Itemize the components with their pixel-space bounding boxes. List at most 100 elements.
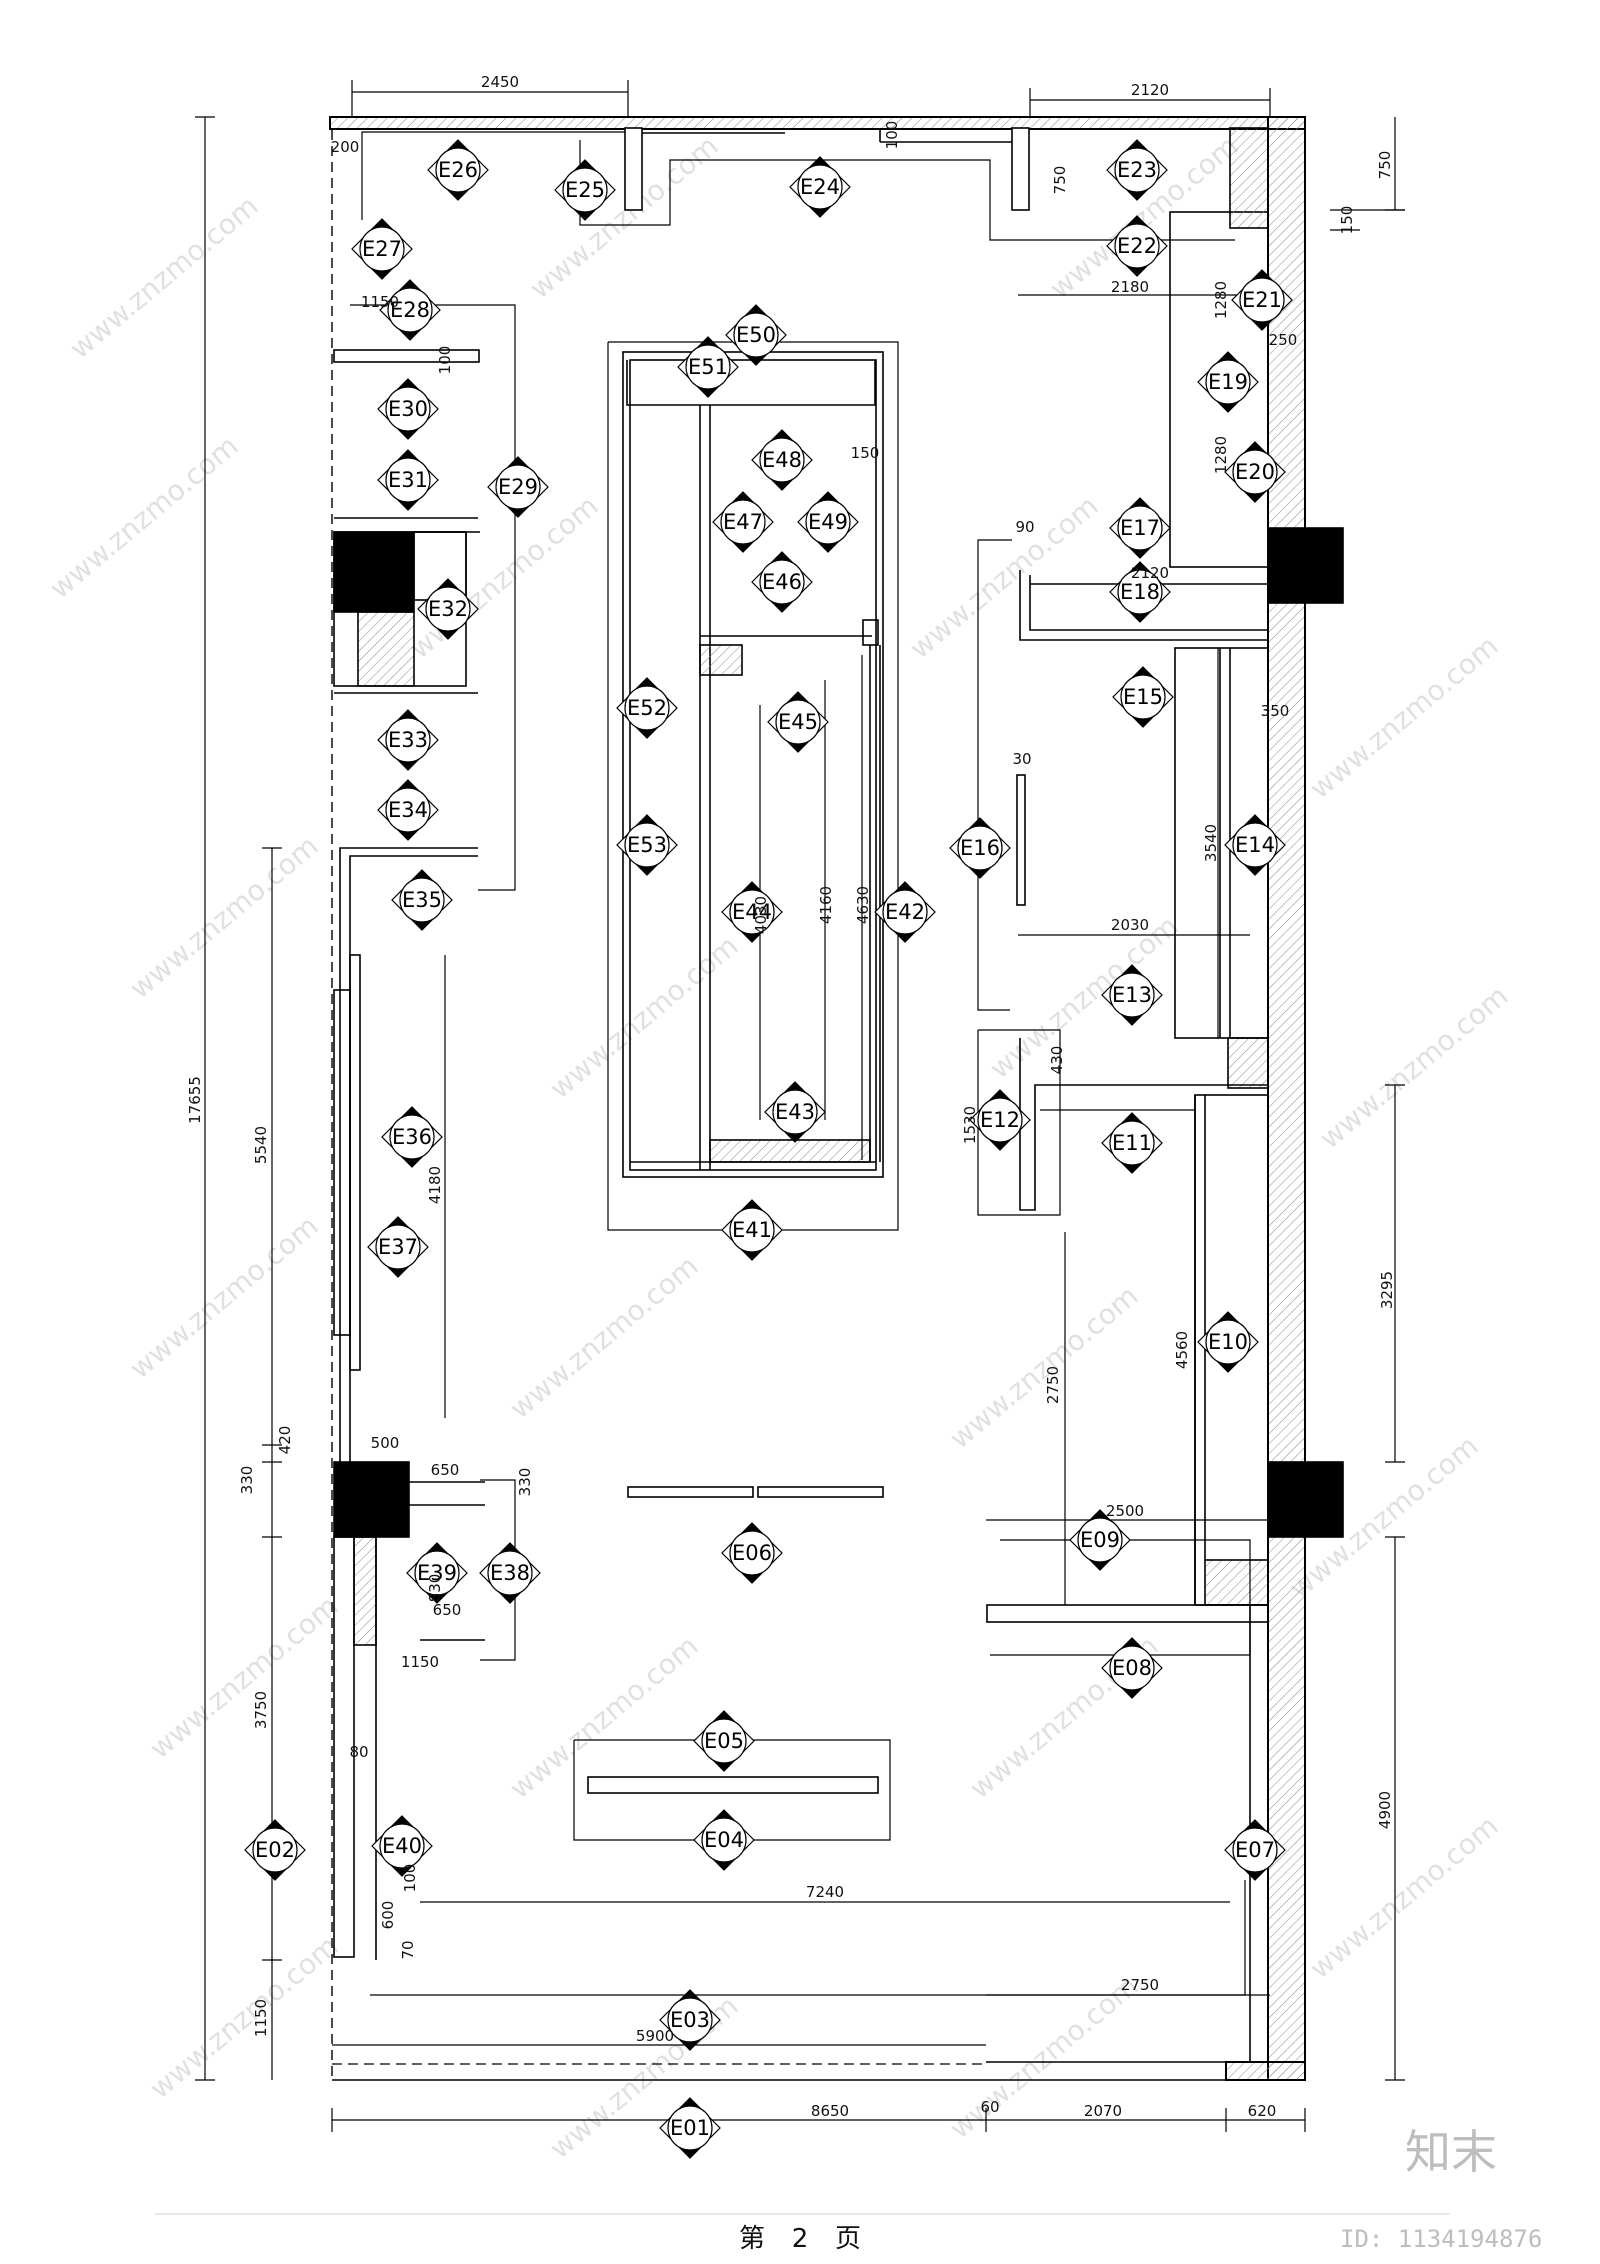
- tag-arrow-bottom: [266, 1871, 284, 1880]
- tag-label: E07: [1235, 1838, 1275, 1862]
- tag-arrow-top: [449, 140, 467, 149]
- elevation-tag-e21: E21: [1231, 269, 1293, 331]
- tag-arrow-top: [439, 579, 457, 588]
- tag-arrow-bottom: [399, 761, 417, 770]
- watermark-text: www.znzmo.com: [1303, 1809, 1504, 1985]
- tag-arrow-top: [428, 1543, 446, 1552]
- elevation-tag-e31: E31: [377, 449, 439, 511]
- tag-arrow-bottom: [789, 743, 807, 752]
- dim-1150-top: 1150: [361, 293, 399, 311]
- elevation-tag-e53: E53: [616, 814, 678, 876]
- tag-arrow-top: [266, 1820, 284, 1829]
- tag-label: E02: [255, 1838, 295, 1862]
- watermark-text: www.znzmo.com: [143, 1589, 344, 1765]
- dim-330-right: 330: [516, 1468, 534, 1497]
- dim-4560: 4560: [1173, 1331, 1191, 1369]
- tag-circle: [385, 457, 431, 503]
- elevation-tag-e15: E15: [1112, 666, 1174, 728]
- dim-420: 420: [276, 1426, 294, 1455]
- tag-arrow-top: [747, 305, 765, 314]
- tag-label: E36: [392, 1125, 432, 1149]
- tag-label: E16: [960, 836, 1000, 860]
- watermark-text: www.znzmo.com: [1303, 629, 1504, 805]
- dim-650-a: 650: [431, 1461, 460, 1479]
- tag-circle: [435, 147, 481, 193]
- exterior-walls: [329, 116, 1306, 2081]
- tag-arrow-top: [401, 280, 419, 289]
- tag-label: E39: [417, 1561, 457, 1585]
- tag-circle: [1117, 505, 1163, 551]
- tag-arrow-bottom: [439, 630, 457, 639]
- tag-circle: [379, 1823, 425, 1869]
- page-label-right: 页: [835, 2224, 861, 2254]
- tag-label: E41: [732, 1218, 772, 1242]
- tag-circle: [252, 1827, 298, 1873]
- tag-label: E25: [565, 178, 605, 202]
- elevation-tag-e02: E02: [244, 1819, 306, 1881]
- elevation-tag-e09: E09: [1069, 1509, 1131, 1571]
- tag-arrow-bottom: [1131, 549, 1149, 558]
- tag-label: E13: [1112, 983, 1152, 1007]
- elevation-tag-e44: E44: [721, 881, 783, 943]
- elevation-tag-e23: E23: [1106, 139, 1168, 201]
- tag-arrow-top: [1246, 442, 1264, 451]
- tag-circle: [624, 685, 670, 731]
- dim-500: 500: [371, 1434, 400, 1452]
- tag-arrow-top: [393, 1816, 411, 1825]
- dim-1280-a: 1280: [1212, 281, 1230, 319]
- dim-1150-left: 1150: [252, 1999, 270, 2037]
- dim-side-750: 750: [1376, 151, 1394, 180]
- tag-circle: [389, 1114, 435, 1160]
- tag-circle: [1232, 449, 1278, 495]
- tag-label: E27: [362, 237, 402, 261]
- tag-arrow-top: [399, 379, 417, 388]
- tag-arrow-top: [1123, 1638, 1141, 1647]
- dim-2180: 2180: [1111, 278, 1149, 296]
- tag-circle: [797, 164, 843, 210]
- page-number: 2: [792, 2224, 809, 2254]
- dim-620: 620: [1248, 2102, 1277, 2120]
- tag-arrow-bottom: [1219, 403, 1237, 412]
- tag-arrow-top: [1131, 498, 1149, 507]
- tag-arrow-bottom: [699, 388, 717, 397]
- dim-8650: 8650: [811, 2102, 849, 2120]
- tag-arrow-top: [1128, 140, 1146, 149]
- dimension-lines: [195, 80, 1405, 2132]
- dim-1530: 1530: [961, 1106, 979, 1144]
- dim-60: 60: [980, 2098, 999, 2116]
- dim-600: 600: [379, 1901, 397, 1930]
- tag-label: E24: [800, 175, 840, 199]
- brand-logo-text: 知末: [1405, 2125, 1497, 2179]
- elevation-tag-e07: E07: [1224, 1819, 1286, 1881]
- elevation-tag-e18: E18: [1109, 561, 1171, 623]
- dim-1280-b: 1280: [1212, 436, 1230, 474]
- watermark-text: www.znzmo.com: [143, 1929, 344, 2105]
- tag-circle: [1120, 674, 1166, 720]
- tag-label: E49: [808, 510, 848, 534]
- tag-circle: [387, 287, 433, 333]
- dim-4030: 4030: [752, 896, 770, 934]
- tag-arrow-bottom: [743, 933, 761, 942]
- tag-arrow-bottom: [743, 1251, 761, 1260]
- tag-circle: [729, 889, 775, 935]
- dim-30: 30: [1012, 750, 1031, 768]
- elevation-tag-e46: E46: [751, 551, 813, 613]
- tag-arrow-bottom: [399, 831, 417, 840]
- dim-100-top: 100: [883, 121, 901, 150]
- elevation-tag-e43: E43: [764, 1081, 826, 1143]
- tag-label: E42: [885, 900, 925, 924]
- elevation-tags: E01E02E03E04E05E06E07E08E09E10E11E12E13E…: [244, 139, 1293, 2159]
- tag-circle: [414, 1550, 460, 1596]
- tag-circle: [957, 825, 1003, 871]
- tag-circle: [385, 717, 431, 763]
- tag-arrow-top: [971, 818, 989, 827]
- tag-label: E20: [1235, 460, 1275, 484]
- tag-label: E47: [723, 510, 763, 534]
- tag-arrow-bottom: [681, 2041, 699, 2050]
- tag-arrow-bottom: [393, 1867, 411, 1876]
- dim-top-2450: 2450: [481, 73, 519, 91]
- elevation-tag-e32: E32: [417, 578, 479, 640]
- tag-arrow-bottom: [1134, 718, 1152, 727]
- tag-arrow-bottom: [1246, 866, 1264, 875]
